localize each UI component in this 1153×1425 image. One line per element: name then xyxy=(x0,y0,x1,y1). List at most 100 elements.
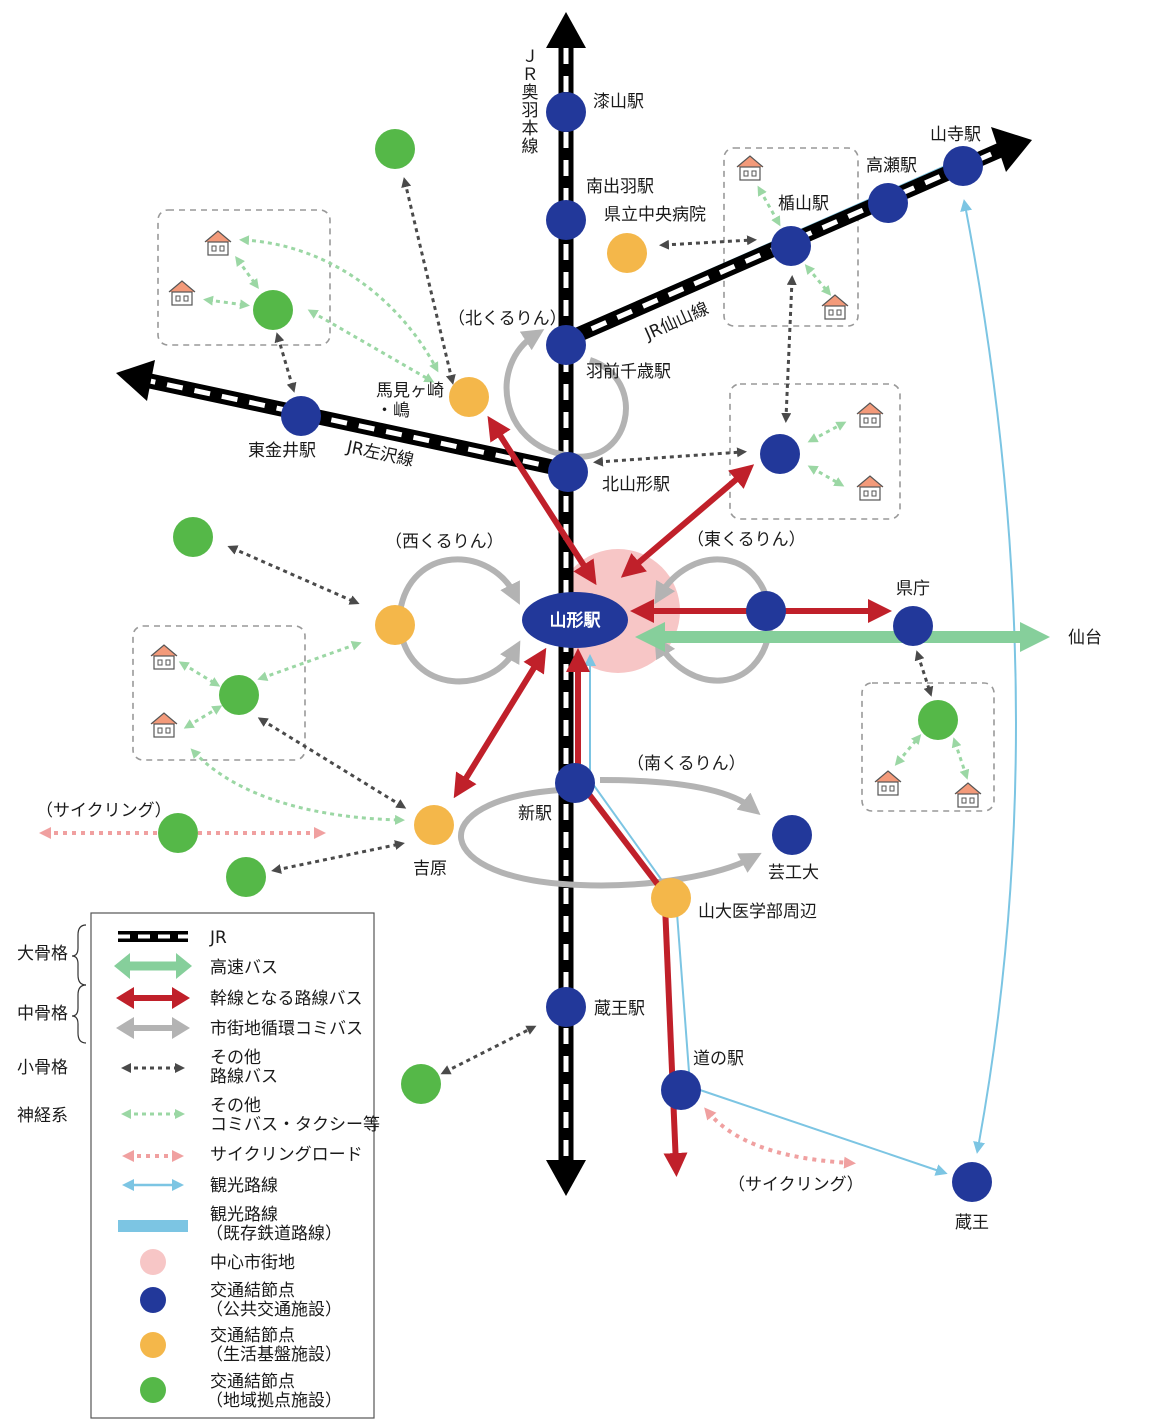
label-kitayamagata: 北山形駅 xyxy=(602,475,670,495)
node-zao xyxy=(952,1162,992,1202)
legend-sightseeing-rail-label-1: 観光路線 xyxy=(210,1205,278,1225)
house-icon xyxy=(954,782,982,808)
area-box-west xyxy=(132,625,306,761)
node-umamigasaki xyxy=(449,377,489,417)
other-bus-kitayamagata-east xyxy=(593,447,747,467)
node-takase xyxy=(868,183,908,223)
sightseeing-route-michinoeki-zao xyxy=(699,1089,948,1176)
node-hospital xyxy=(607,233,647,273)
west-loop-upper xyxy=(397,556,520,613)
other-bus-umamigasaki-north xyxy=(401,177,456,385)
node-local-north xyxy=(375,129,415,169)
node-local-cycling xyxy=(158,813,198,853)
trunk-bus-igakubu xyxy=(575,778,665,892)
label-umamigasaki-2: ・嶋 xyxy=(376,401,410,421)
public-nodes xyxy=(281,92,992,1202)
node-geikodai xyxy=(772,815,812,855)
area-box-northwest xyxy=(157,209,331,346)
node-yamagata-station xyxy=(522,592,628,648)
legend-public-node-label-2: （公共交通施設） xyxy=(206,1300,342,1320)
legend-sightseeing-rail-label-2: （既存鉄道路線） xyxy=(206,1224,342,1244)
house-icon xyxy=(204,230,232,256)
house-icon xyxy=(856,475,884,501)
house-icon xyxy=(150,712,178,738)
sightseeing-route-south xyxy=(584,654,691,1086)
node-kitayamagata xyxy=(548,452,588,492)
node-local-kencho xyxy=(918,700,958,740)
legend-local-node-label-1: 交通結節点 xyxy=(210,1372,295,1392)
south-loop-lower xyxy=(458,787,762,889)
label-yamadera: 山寺駅 xyxy=(930,125,981,145)
label-sendai: 仙台 xyxy=(1068,628,1102,648)
node-local-west-upper xyxy=(173,517,213,557)
legend-public-node-swatch xyxy=(140,1287,166,1313)
ou-line-char: 奥 xyxy=(522,83,539,103)
label-minamidewa: 南出羽駅 xyxy=(586,177,654,197)
legend-category-major: 大骨格 xyxy=(17,944,68,964)
node-urushiyama xyxy=(546,92,586,132)
label-umamigasaki: 馬見ヶ崎 xyxy=(376,381,444,401)
other-bus-zaoeki-west xyxy=(440,1025,537,1075)
node-shineki xyxy=(555,763,595,803)
node-east-loop xyxy=(746,591,786,631)
house-icon xyxy=(856,402,884,428)
life-nodes xyxy=(375,233,691,918)
label-hospital: 県立中央病院 xyxy=(604,205,706,225)
jr-sasazawa-arrow xyxy=(116,360,155,401)
legend-local-node-swatch xyxy=(140,1377,166,1403)
trunk-bus-kitayamagata-east xyxy=(620,464,755,578)
legend-center-swatch xyxy=(140,1249,166,1275)
node-local-west xyxy=(219,675,259,715)
house-icon xyxy=(736,155,764,181)
legend-life-node-label-2: （生活基盤施設） xyxy=(206,1345,342,1365)
label-west-loop: （西くるりん） xyxy=(385,532,504,552)
ou-line-char: 羽 xyxy=(522,101,539,121)
label-yoshihara: 吉原 xyxy=(413,859,447,879)
node-local-northwest xyxy=(253,290,293,330)
ou-line-char: 本 xyxy=(522,119,539,139)
legend-cycling-label: サイクリングロード xyxy=(210,1145,363,1165)
legend-local-node-label-2: （地域拠点施設） xyxy=(206,1391,342,1411)
node-minamidewa xyxy=(546,200,586,240)
legend: 大骨格 中骨格 小骨格 神経系 JR 高速バス 幹線となる路線バス 市街地循環コ… xyxy=(17,912,380,1419)
other-bus-hospital-tateyama xyxy=(659,235,757,250)
legend-trunk-swatch xyxy=(116,987,190,1009)
legend-sightseeing-label: 観光路線 xyxy=(210,1176,278,1196)
other-bus-yoshihara-sw xyxy=(271,840,405,874)
label-zaoeki: 蔵王駅 xyxy=(594,999,645,1019)
node-west-loop xyxy=(375,605,415,645)
west-loop-lower xyxy=(397,627,521,685)
legend-loop-label: 市街地循環コミバス xyxy=(210,1019,363,1039)
sightseeing-route-zao-yamadera xyxy=(960,199,1017,1154)
ou-line-char: 線 xyxy=(522,137,539,157)
ou-line-char: Ｊ xyxy=(522,47,539,67)
label-cycling-south: （サイクリング） xyxy=(728,1175,864,1195)
ou-line-char: Ｒ xyxy=(522,65,539,85)
legend-jr-swatch xyxy=(118,931,188,942)
local-nodes xyxy=(158,129,958,1104)
label-east-loop: （東くるりん） xyxy=(687,530,806,550)
label-tateyama: 楯山駅 xyxy=(778,194,829,214)
node-igakubu xyxy=(651,878,691,918)
cycling-road-south xyxy=(704,1107,856,1169)
label-north-loop: （北くるりん） xyxy=(448,309,567,329)
label-higashikanai: 東金井駅 xyxy=(248,441,316,461)
node-kencho xyxy=(893,606,933,646)
legend-other-bus-label-2: 路線バス xyxy=(210,1067,278,1087)
label-michinoeki: 道の駅 xyxy=(693,1049,744,1069)
label-uzenchitose: 羽前千歳駅 xyxy=(586,362,671,382)
trunk-bus-south-extension xyxy=(662,904,688,1177)
legend-category-minor: 小骨格 xyxy=(17,1058,68,1078)
ou-line-label: Ｊ Ｒ 奥 羽 本 線 xyxy=(522,47,539,157)
legend-center-label: 中心市街地 xyxy=(210,1253,295,1273)
node-east-area xyxy=(760,434,800,474)
house-icon xyxy=(821,294,849,320)
south-loop-upper xyxy=(599,777,761,815)
label-urushiyama: 漆山駅 xyxy=(593,92,644,112)
label-kencho: 県庁 xyxy=(896,579,930,599)
legend-expressway-swatch xyxy=(114,953,192,979)
other-bus-tateyama-south xyxy=(781,275,797,423)
legend-community-label-2: コミバス・タクシー等 xyxy=(210,1115,380,1135)
node-michinoeki xyxy=(661,1070,701,1110)
